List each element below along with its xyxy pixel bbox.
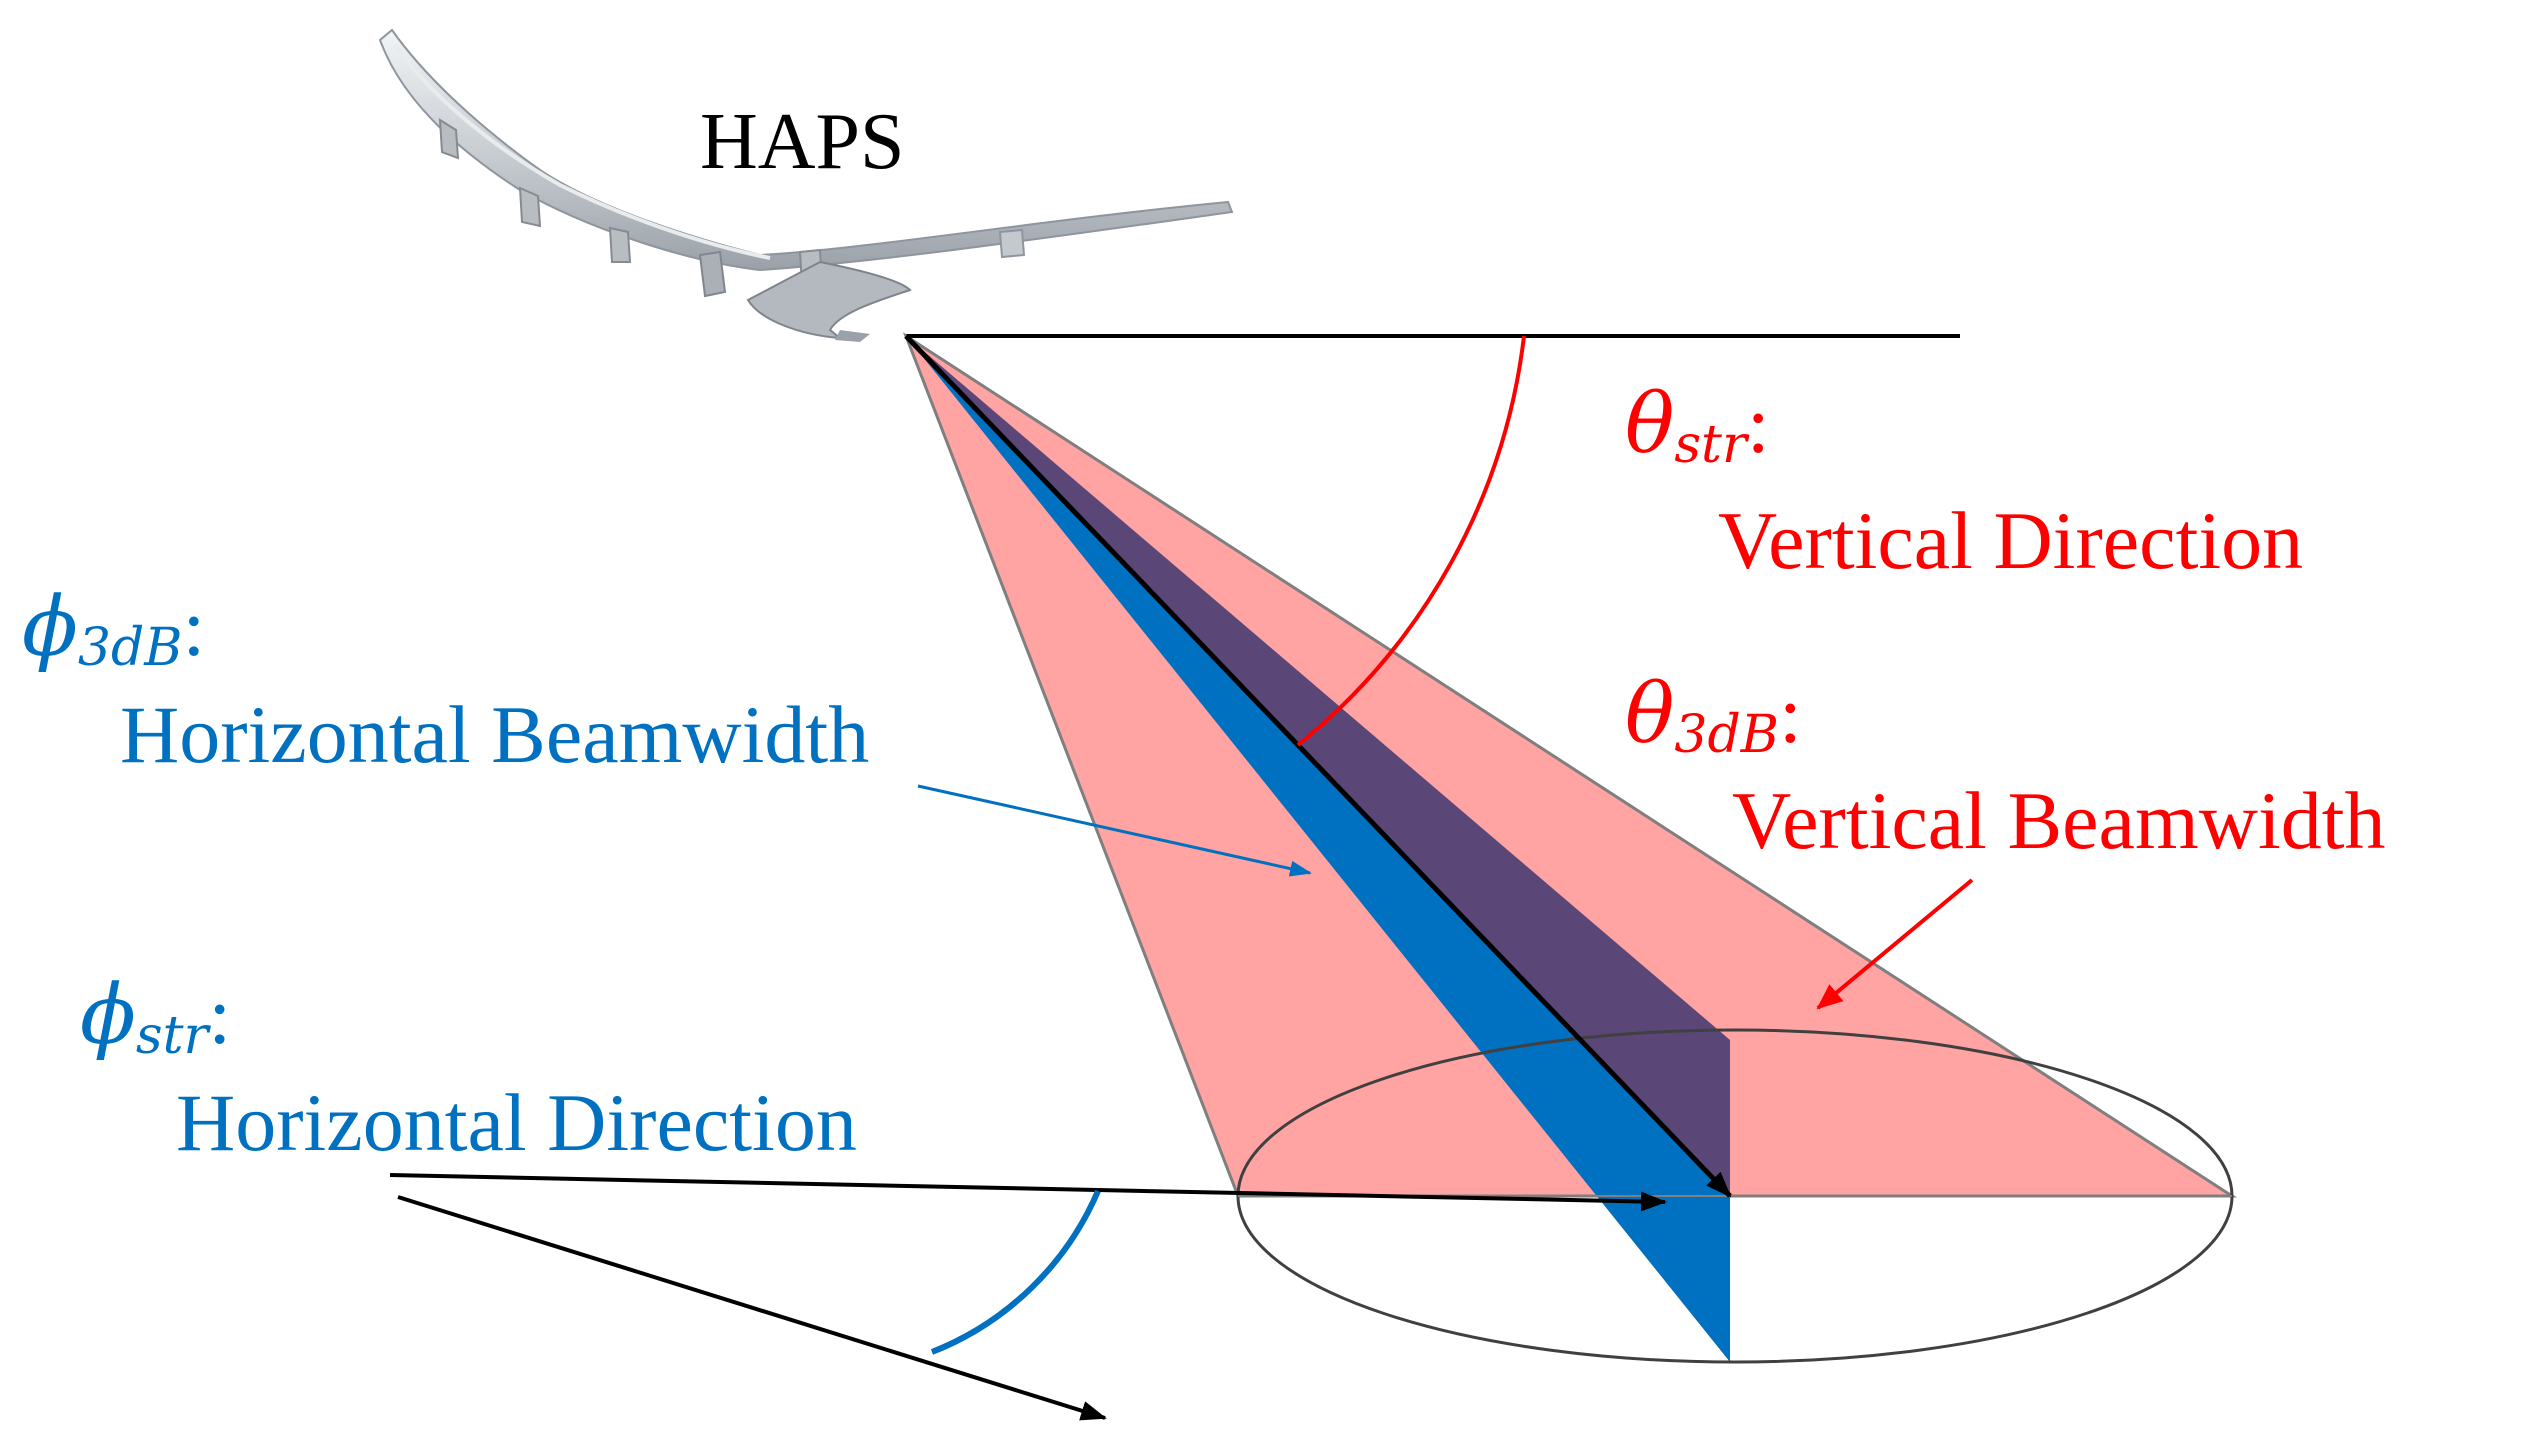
theta-str-label: θstr: Vertical Direction	[1625, 377, 2303, 586]
reference-direction-arrow	[397, 1195, 1107, 1421]
svg-text:ϕstr:: ϕstr:	[80, 968, 231, 1066]
theta-3db-text: Vertical Beamwidth	[1732, 775, 2386, 866]
theta-3db-subscript: 3dB	[1674, 705, 1779, 765]
theta-symbol: θ	[1625, 667, 1674, 762]
phi-3db-text: Horizontal Beamwidth	[120, 689, 869, 780]
phi-symbol: ϕ	[80, 968, 136, 1063]
phi-str-arc	[930, 1189, 1101, 1355]
phi-3db-label: ϕ3dB: Horizontal Beamwidth	[22, 580, 869, 780]
vertical-beamwidth-pointer	[1816, 878, 1974, 1010]
theta-symbol: θ	[1625, 377, 1674, 472]
haps-aircraft-icon	[378, 28, 1234, 342]
phi-str-label: ϕstr: Horizontal Direction	[80, 968, 857, 1168]
phi-symbol: ϕ	[22, 580, 78, 675]
phi-3db-subscript: 3dB	[78, 618, 183, 678]
theta-str-subscript: str	[1674, 415, 1750, 475]
phi-str-subscript: str	[136, 1006, 212, 1066]
theta-str-arc	[1296, 335, 1526, 747]
phi-str-text: Horizontal Direction	[176, 1077, 857, 1168]
horizontal-beamwidth-pointer	[917, 784, 1312, 877]
theta-str-colon: :	[1747, 379, 1770, 470]
beam-center-arrow	[904, 334, 1732, 1198]
phi-3db-colon: :	[183, 582, 206, 673]
theta-str-text: Vertical Direction	[1718, 495, 2303, 586]
theta-3db-label: θ3dB: Vertical Beamwidth	[1625, 667, 2386, 866]
svg-text:θstr:: θstr:	[1625, 377, 1770, 475]
svg-text:ϕ3dB:: ϕ3dB:	[22, 580, 205, 678]
horizontal-beam-plane	[906, 336, 1730, 1362]
theta-3db-colon: :	[1779, 669, 1802, 760]
svg-text:θ3dB:: θ3dB:	[1625, 667, 1802, 765]
phi-str-colon: :	[208, 970, 231, 1061]
horizontal-direction-arrow	[389, 1173, 1667, 1212]
haps-label: HAPS	[700, 98, 905, 186]
